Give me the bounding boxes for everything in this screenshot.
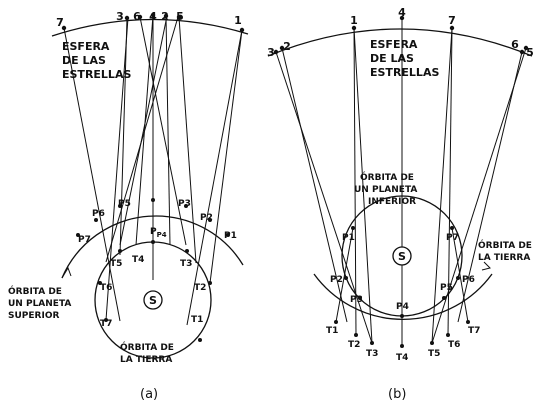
panel-a-planet-orbit-label-2: UN PLANETA (8, 299, 71, 309)
panel-a-earth-orbit-label-1: ÓRBITA DE (120, 341, 174, 353)
panel-a-p1: P1 (224, 231, 237, 241)
panel-b-planet-orbit-label-2: UN PLANETA (354, 185, 417, 195)
panel-a-sky-5: 5 (176, 10, 184, 23)
panel-a-labels: 7 3 6 4 2 5 1 ESFERA DE LAS ESTRELLAS PP… (8, 10, 242, 402)
panel-b-p4: P4 (396, 302, 409, 312)
panel-a-sky-7: 7 (56, 16, 64, 29)
panel-a-t5: T5 (110, 259, 122, 269)
panel-a-earth-orbit-label-2: LA TIERRA (120, 355, 172, 365)
panel-a-sky-4: 4 (149, 10, 157, 23)
panel-b-earth-orbit-arc (313, 273, 493, 321)
panel-a-planet-orbit-arc (61, 215, 244, 279)
panel-b-t7: T7 (468, 326, 480, 336)
panel-b-earth-orbit-label-2: LA TIERRA (478, 253, 530, 263)
panel-a-caption: (a) (140, 387, 158, 402)
panel-a-sphere-label-2: DE LAS (62, 54, 106, 67)
panel-b-p5: P5 (440, 283, 453, 293)
panel-a-sky-2: 2 (161, 10, 169, 23)
panel-a-drawing (51, 14, 249, 359)
panel-a-p7: P7 (78, 235, 91, 245)
panel-b-sky-1: 1 (350, 14, 358, 27)
panel-a-sight-lines (63, 14, 243, 326)
panel-a-p2: P2 (200, 213, 213, 223)
panel-b-sky-2: 2 (283, 40, 291, 53)
panel-a-t2: T2 (194, 283, 206, 293)
panel-b-sky-4: 4 (398, 6, 406, 19)
panel-a-p3: P3 (178, 199, 191, 209)
panel-b-sky-3: 3 (267, 46, 275, 59)
panel-a-t1: T1 (191, 315, 203, 325)
panel-b-p1: P1 (342, 233, 355, 243)
panel-b-caption: (b) (388, 387, 406, 402)
panel-b-t2: T2 (348, 340, 360, 350)
panel-b-p3: P3 (350, 295, 363, 305)
panel-a-t6: T6 (100, 283, 112, 293)
panel-b-earth-orbit-label-1: ÓRBITA DE (478, 239, 532, 251)
panel-b-sun (392, 246, 412, 266)
panel-b-drawing (267, 18, 533, 346)
panel-b-planet-orbit-label-1: ÓRBITA DE (360, 171, 414, 183)
panel-b-t5: T5 (428, 349, 440, 359)
panel-a-planet-orbit-label-3: SUPERIOR (8, 311, 59, 321)
panel-b-labels: 3 2 1 4 7 6 5 ESFERA DE LAS ESTRELLAS ÓR… (267, 6, 534, 402)
panel-a-sky-6: 6 (133, 10, 141, 23)
panel-b-p7: P7 (446, 233, 459, 243)
panel-b-sky-5: 5 (526, 46, 534, 59)
panel-b-t4: T4 (396, 353, 408, 363)
panel-b-sphere-label-2: DE LAS (370, 52, 414, 65)
panel-b-t6: T6 (448, 340, 460, 350)
panel-a-sphere-label-3: ESTRELLAS (62, 68, 131, 81)
panel-a-sun (143, 290, 163, 310)
panel-b-sphere-label-3: ESTRELLAS (370, 66, 439, 79)
panel-b-sight-lines (275, 18, 527, 346)
panel-b-planet-orbit-label-3: INFERIOR (368, 197, 416, 207)
panel-b-points (273, 15, 529, 348)
panel-b-t3: T3 (366, 349, 378, 359)
panel-a-planet-orbit-label-1: ÓRBITA DE (8, 285, 62, 297)
panel-a-orbit-arrow (61, 266, 72, 279)
panel-a-p5: P5 (118, 199, 131, 209)
panel-a-sky-3: 3 (116, 10, 124, 23)
panel-b-orbit-arrow (481, 261, 491, 271)
panel-a-sun-label: S (149, 294, 157, 307)
panel-a-star-sphere-arc (51, 18, 249, 37)
panel-a-sphere-label-1: ESFERA (62, 40, 110, 53)
panel-b-star-sphere-arc (267, 28, 533, 57)
panel-b-p2: P2 (330, 275, 343, 285)
panel-a-t3: T3 (180, 259, 192, 269)
panel-a-points (61, 12, 245, 342)
panel-b-sphere-label-1: ESFERA (370, 38, 418, 51)
panel-b-sun-label: S (398, 250, 406, 263)
panel-a-p6: P6 (92, 209, 105, 219)
panel-b-sky-6: 6 (511, 38, 519, 51)
panel-b-t1: T1 (326, 326, 338, 336)
panel-a-sky-1: 1 (234, 14, 242, 27)
panel-a-p4: PP4 (150, 227, 167, 239)
panel-a-t4: T4 (132, 255, 144, 265)
panel-a-t7: T7 (100, 319, 112, 329)
panel-b-p6: P6 (462, 275, 475, 285)
panel-b-sky-7: 7 (448, 14, 456, 27)
